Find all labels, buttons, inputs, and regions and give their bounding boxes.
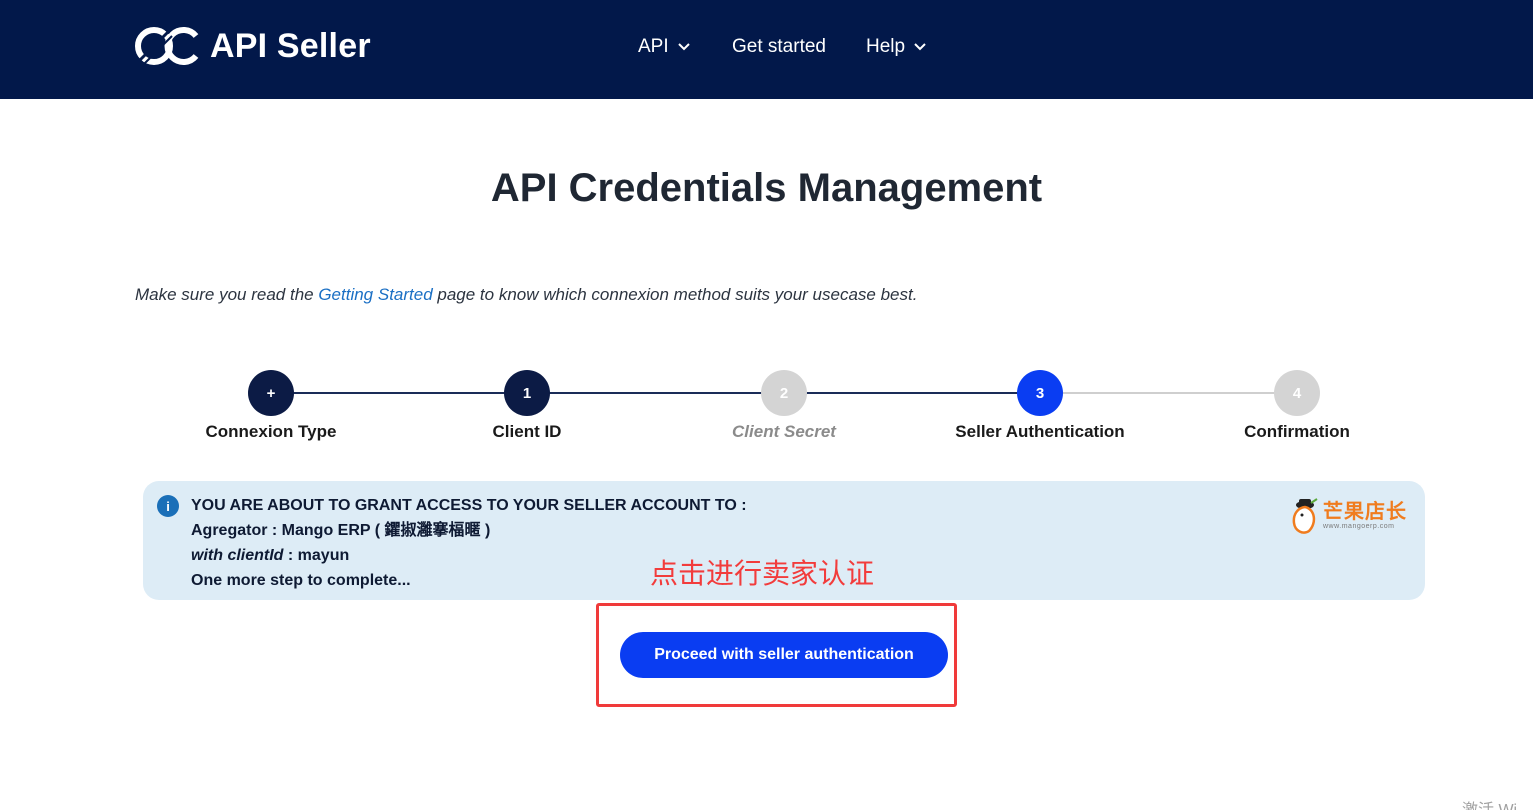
brand-mark-icon (135, 27, 199, 65)
stepper-track-segment (527, 392, 784, 394)
aggregator-line: Agregator : Mango ERP ( 鑺掓灉搴楅暱 ) (191, 522, 491, 539)
step-marker: 3 (1017, 370, 1063, 416)
intro-text-after: page to know which connexion method suit… (432, 285, 918, 304)
step-marker: 4 (1274, 370, 1320, 416)
nav-item-get-started[interactable]: Get started (732, 36, 826, 58)
step-label: Client Secret (732, 422, 836, 441)
panel-heading: YOU ARE ABOUT TO GRANT ACCESS TO YOUR SE… (191, 497, 747, 514)
activation-watermark: 激活 Wi (1462, 796, 1517, 810)
annotation-text: 点击进行卖家认证 (650, 558, 875, 589)
step-connexion-type[interactable]: + Connexion Type (161, 370, 381, 442)
partner-logo-text: 芒果店长 www.mangoerp.com (1323, 501, 1407, 531)
step-seller-authentication: 3 Seller Authentication (930, 370, 1150, 442)
chevron-down-icon (677, 43, 690, 51)
nav-item-api[interactable]: API (638, 36, 690, 58)
nav-item-label: API (638, 36, 669, 57)
intro-text-before: Make sure you read the (135, 285, 319, 304)
page-title: API Credentials Management (490, 166, 1043, 210)
getting-started-link[interactable]: Getting Started (318, 285, 433, 304)
step-marker: 1 (504, 370, 550, 416)
panel-content: YOU ARE ABOUT TO GRANT ACCESS TO YOUR SE… (191, 493, 747, 593)
step-client-id[interactable]: 1 Client ID (417, 370, 637, 442)
info-icon: i (157, 495, 179, 517)
nav-item-help[interactable]: Help (866, 36, 926, 58)
stepper-track-segment (271, 392, 527, 394)
step-label: Confirmation (1244, 422, 1350, 441)
brand-name: API Seller (210, 26, 371, 65)
nav-item-label: Get started (732, 36, 826, 57)
annotation-highlight-box (596, 603, 957, 707)
partner-logo: 芒果店长 www.mangoerp.com (1291, 497, 1407, 535)
progress-stepper: + Connexion Type 1 Client ID 2 Client Se… (0, 370, 1533, 450)
step-client-secret: 2 Client Secret (674, 370, 894, 442)
nav-item-label: Help (866, 36, 906, 57)
client-id-label: with clientId (191, 547, 284, 564)
chevron-down-icon (914, 43, 926, 51)
proceed-seller-authentication-button[interactable]: Proceed with seller authentication (620, 632, 948, 678)
step-confirmation: 4 Confirmation (1187, 370, 1407, 442)
panel-footer: One more step to complete... (191, 572, 411, 589)
intro-text: Make sure you read the Getting Started p… (135, 285, 917, 305)
client-id-value: : mayun (283, 547, 350, 564)
stepper-track-segment (1040, 392, 1297, 394)
top-navigation-bar: API Seller API Get started Help (0, 0, 1533, 99)
brand-logo[interactable]: API Seller (134, 26, 371, 66)
partner-logo-name: 芒果店长 (1323, 501, 1407, 523)
step-marker: 2 (761, 370, 807, 416)
step-label: Connexion Type (205, 422, 337, 441)
client-id-line: with clientId : mayun (191, 543, 747, 568)
grant-access-info-panel: i YOU ARE ABOUT TO GRANT ACCESS TO YOUR … (143, 481, 1425, 600)
step-marker: + (248, 370, 294, 416)
step-label: Client ID (492, 422, 562, 441)
step-label: Seller Authentication (955, 422, 1125, 441)
mango-mascot-icon (1292, 498, 1318, 534)
partner-logo-url: www.mangoerp.com (1323, 523, 1395, 530)
stepper-track-segment (784, 392, 1040, 394)
